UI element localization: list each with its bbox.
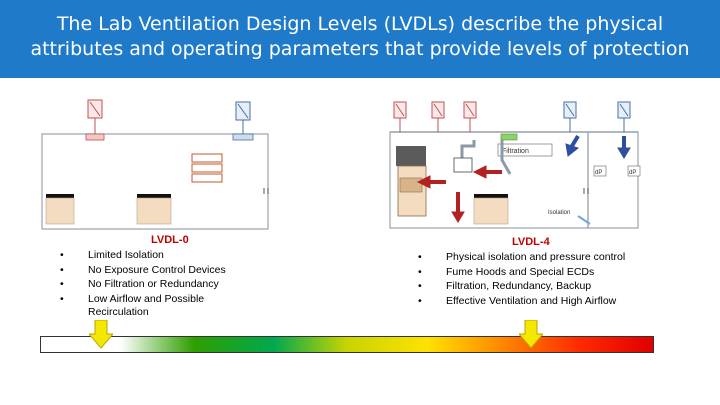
lvdl4-bullet: Effective Ventilation and High Airflow — [418, 294, 658, 309]
supply-airflow-arrows — [416, 165, 502, 223]
lvdl4-lab-diagram: Filtration dP dP Isolation — [389, 101, 641, 229]
filtration-label: Filtration — [502, 148, 529, 155]
lvdl0-bullet: No Exposure Control Devices — [60, 263, 250, 278]
fume-hood-ductwork — [460, 140, 512, 175]
lvdl0-bullet-continuation: Recirculation — [88, 306, 149, 318]
lvdl4-bullet-list: Physical isolation and pressure control … — [418, 250, 658, 308]
filtration-unit: Filtration — [497, 133, 553, 157]
lab-bench — [473, 194, 509, 225]
exhaust-airflow-arrows — [565, 134, 631, 159]
protection-level-gradient-bar — [40, 336, 654, 353]
lvdl0-label: LVDL-0 — [151, 234, 189, 246]
lvdl0-level-marker — [89, 320, 114, 349]
supply-ducts — [393, 101, 477, 132]
dp-label-1: dP — [595, 170, 602, 176]
exhaust-duct-right — [232, 101, 254, 141]
title-line-1: The Lab Ventilation Design Levels (LVDLs… — [56, 13, 664, 35]
title-line-2: attributes and operating parameters that… — [30, 38, 690, 60]
lvdl0-lab-diagram — [41, 99, 269, 230]
lvdl4-label: LVDL-4 — [512, 236, 550, 248]
lab-bench-right — [136, 194, 172, 225]
slide-title: The Lab Ventilation Design Levels (LVDLs… — [0, 0, 720, 78]
exhaust-ducts — [563, 101, 631, 132]
lvdl0-bullet: Limited Isolation — [60, 248, 250, 263]
shelving-unit — [191, 153, 223, 183]
lvdl4-bullet: Physical isolation and pressure control — [418, 250, 658, 265]
lvdl4-bullet: Fume Hoods and Special ECDs — [418, 265, 658, 280]
door-mark — [583, 188, 589, 194]
fume-hood — [396, 146, 427, 217]
lvdl0-bullet: Low Airflow and Possible — [60, 292, 250, 307]
lab-bench-left — [45, 194, 75, 225]
lvdl4-level-marker — [519, 320, 544, 349]
dp-label-2: dP — [629, 170, 636, 176]
supply-duct-left — [85, 99, 105, 141]
lvdl0-bullet-list: Limited Isolation No Exposure Control De… — [60, 248, 250, 306]
pressure-indicators: dP dP — [593, 165, 641, 177]
lvdl0-bullet: No Filtration or Redundancy — [60, 277, 250, 292]
lvdl4-bullet: Filtration, Redundancy, Backup — [418, 279, 658, 294]
door-mark — [263, 188, 269, 194]
isolation-label: Isolation — [548, 210, 570, 216]
